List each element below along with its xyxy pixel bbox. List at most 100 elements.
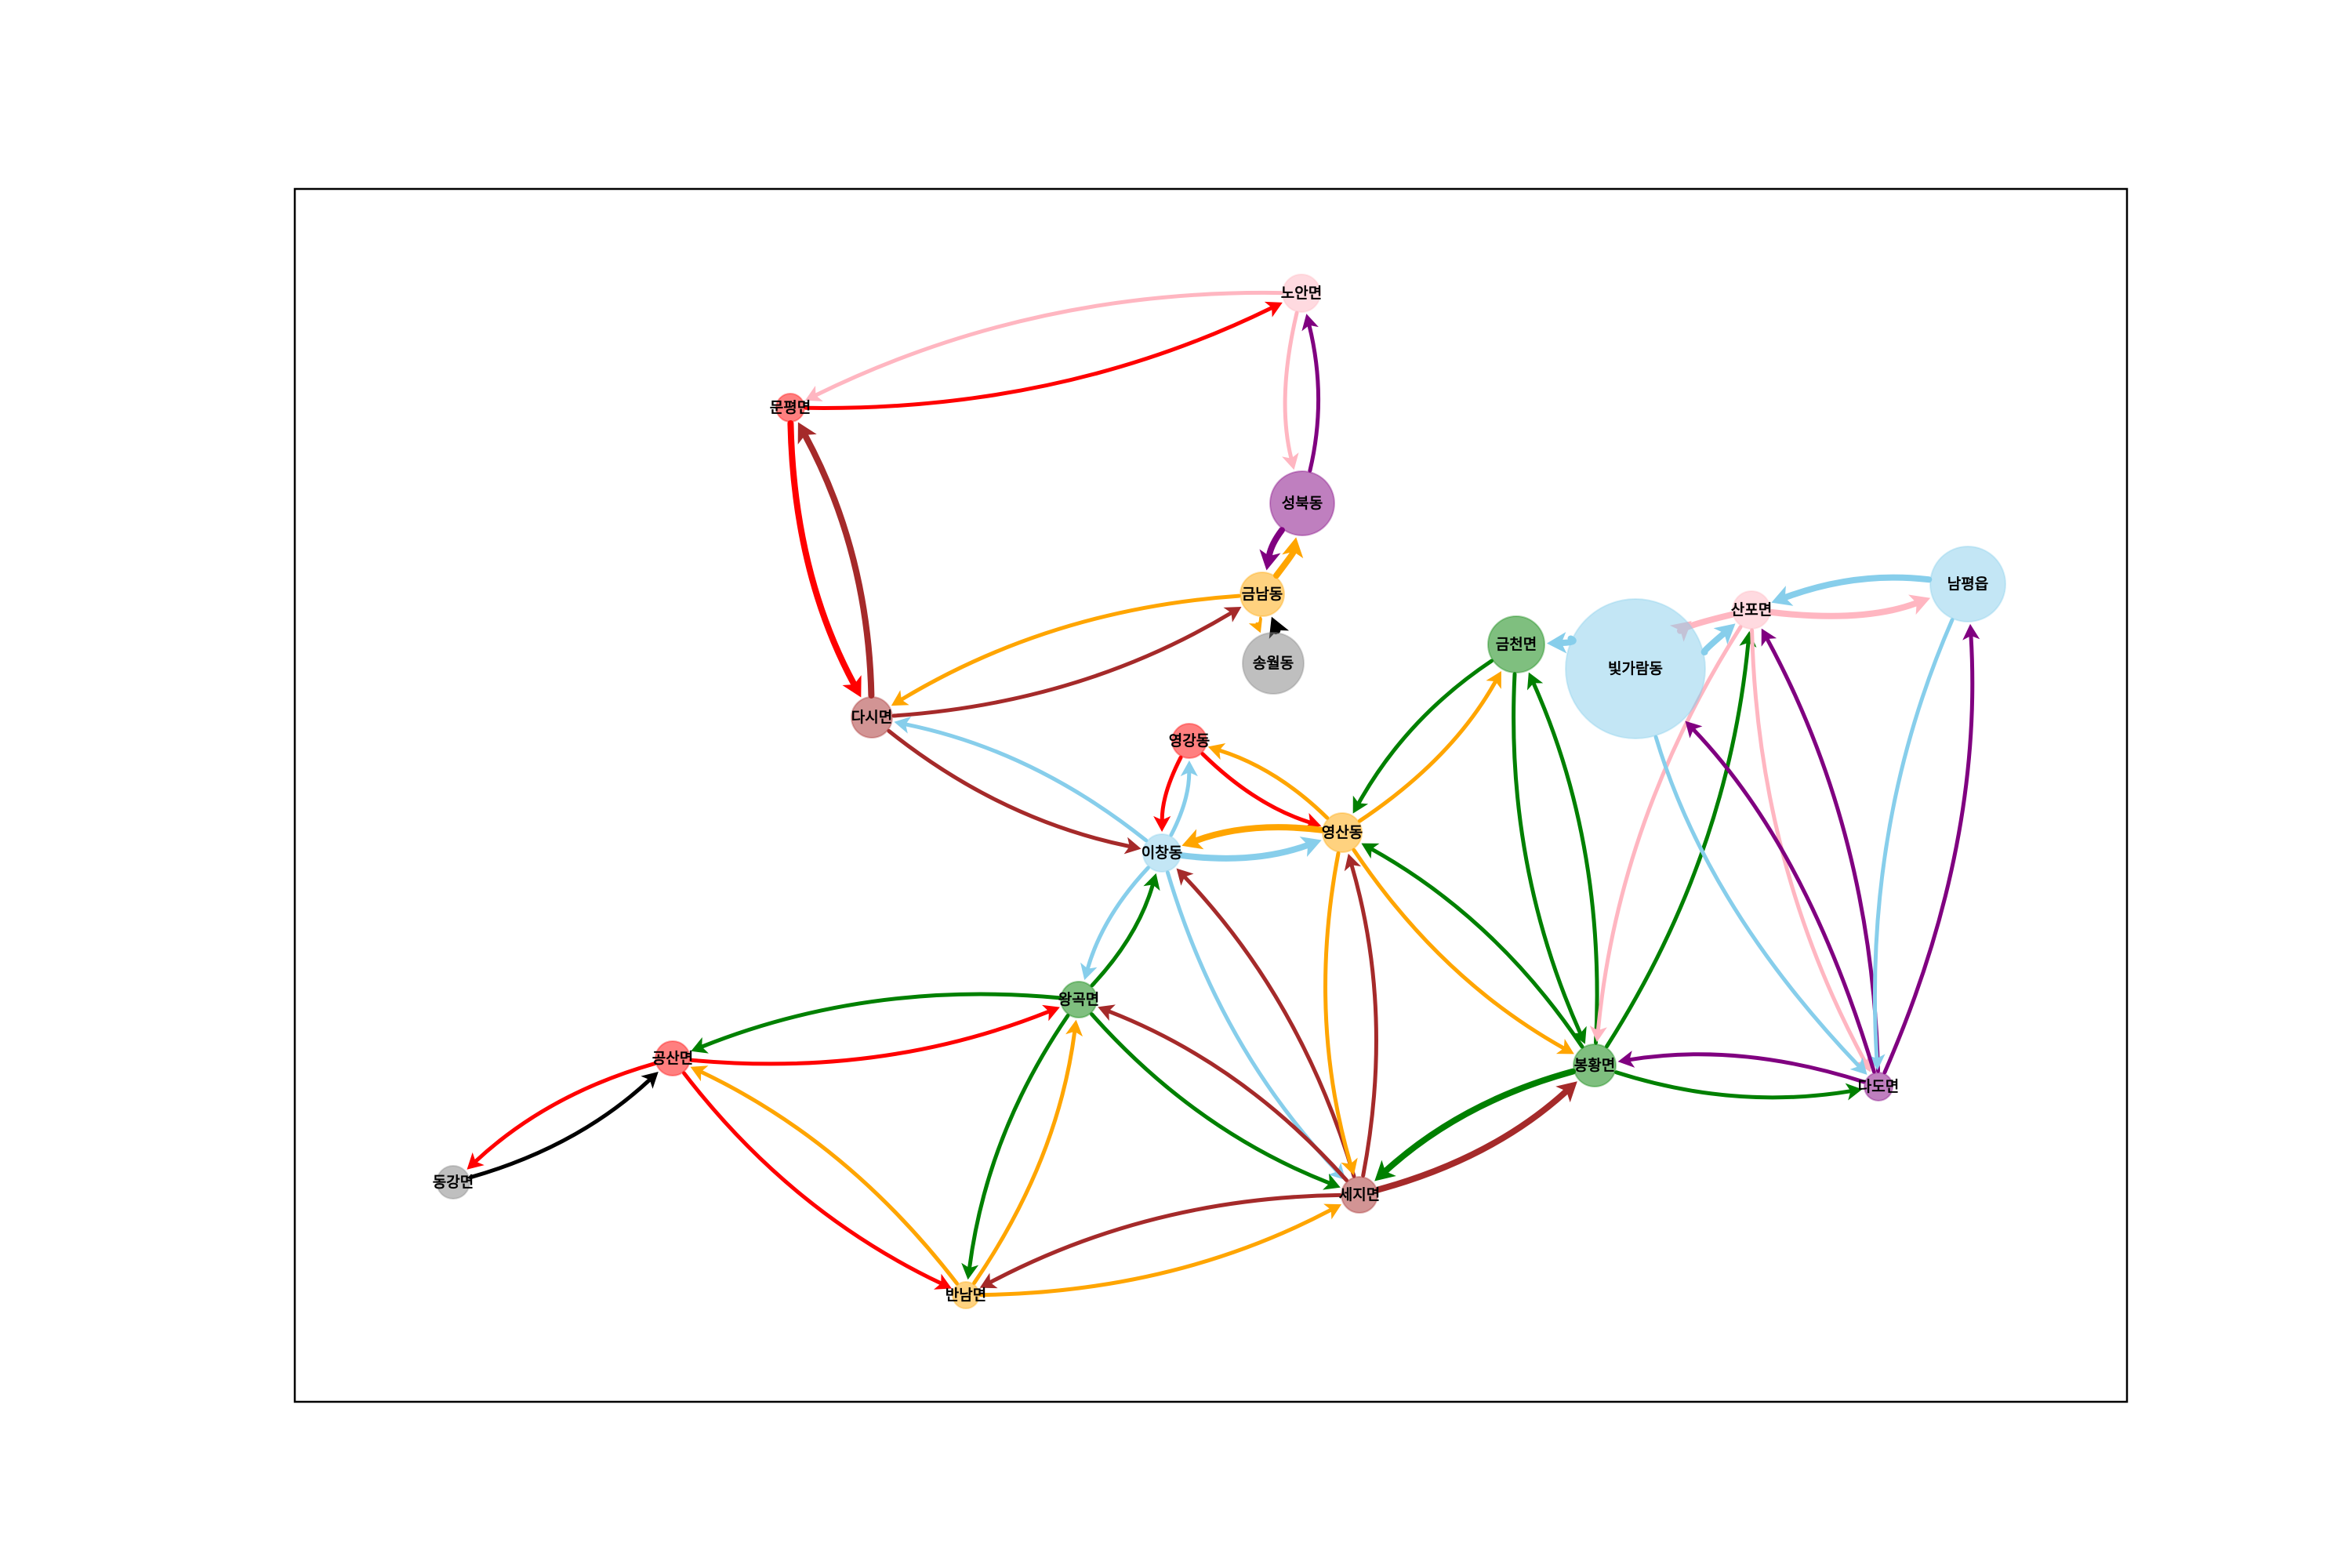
node-label-seji: 세지면 — [1339, 1186, 1380, 1203]
edge-line — [1628, 1052, 1866, 1084]
edge-arrowhead — [1065, 1019, 1083, 1037]
edge-line — [699, 1069, 959, 1286]
edge-line — [1768, 600, 1920, 619]
edge-geumnam-to-seongbuk — [1273, 537, 1304, 579]
edge-ichang-to-dasi — [894, 716, 1149, 843]
edge-arrowhead — [1962, 623, 1980, 641]
edge-line — [1531, 681, 1599, 1045]
edge-ichang-to-wanggok — [1080, 866, 1150, 981]
edge-wanggok-to-gongsan — [691, 992, 1062, 1054]
node-gongsan — [655, 1040, 691, 1076]
edge-bitgaram-to-dado — [1653, 735, 1867, 1075]
edge-line — [1872, 618, 1955, 1061]
edge-line — [1653, 735, 1861, 1069]
node-label-yeonggang: 영강동 — [1169, 732, 1210, 750]
edge-line — [988, 1192, 1342, 1284]
edge-line — [1614, 1070, 1853, 1100]
edge-arrowhead — [1223, 606, 1242, 622]
plot-frame — [293, 187, 2129, 1403]
edge-dado-to-bitgaram — [1685, 720, 1876, 1074]
node-label-wanggok: 왕곡면 — [1058, 991, 1099, 1008]
edge-line — [1273, 549, 1297, 579]
edge-arrowhead — [1153, 815, 1171, 833]
node-label-songwol: 송월동 — [1253, 655, 1294, 672]
edge-arrowhead — [1248, 618, 1263, 633]
edge-arrowhead — [1526, 672, 1544, 691]
edge-line — [978, 1207, 1333, 1298]
edge-noan-to-munpyeong — [804, 290, 1283, 401]
edge-arrowhead — [1713, 623, 1736, 645]
edge-line — [468, 1078, 652, 1180]
edge-line — [1323, 851, 1352, 1166]
edge-line — [1192, 824, 1325, 844]
edge-arrowhead — [891, 690, 909, 706]
edge-line — [1178, 842, 1311, 862]
edge-line — [1691, 728, 1876, 1074]
edge-seji-to-wanggok — [1098, 1004, 1348, 1182]
edge-line — [1090, 1012, 1331, 1185]
edge-line — [682, 1071, 943, 1286]
edge-arrowhead — [1080, 962, 1098, 981]
edge-dasi-to-ichang — [887, 729, 1142, 855]
edge-arrowhead — [466, 1152, 485, 1170]
edge-arrowhead — [1341, 1157, 1358, 1176]
edge-arrowhead — [1176, 868, 1194, 886]
edge-line — [474, 1062, 657, 1163]
edge-line — [887, 729, 1131, 848]
node-yeonggang — [1171, 723, 1207, 759]
edge-arrowhead — [842, 675, 862, 698]
edge-line — [814, 290, 1283, 397]
node-dasi — [851, 696, 893, 739]
edge-line — [1283, 310, 1299, 460]
edge-arrowhead — [1555, 1081, 1577, 1103]
edge-arrowhead — [894, 716, 912, 734]
edge-arrowhead — [1771, 586, 1794, 606]
edge-line — [1085, 866, 1150, 971]
edge-arrowhead — [934, 1273, 952, 1290]
edge-seji-to-bannam — [979, 1192, 1342, 1289]
edge-arrowhead — [1374, 1160, 1396, 1181]
edge-line — [1782, 574, 1933, 601]
node-label-bannam: 반남면 — [946, 1287, 986, 1304]
edge-bonghwang-to-geumcheon — [1526, 672, 1599, 1045]
edge-ichang-to-yeonggang — [1169, 760, 1198, 837]
node-dado — [1864, 1072, 1893, 1102]
node-munpyeong — [775, 393, 805, 423]
edge-line — [700, 992, 1062, 1049]
edge-arrowhead — [1555, 1038, 1574, 1054]
edge-arrowhead — [690, 1065, 709, 1082]
edge-arrowhead — [641, 1071, 659, 1089]
edge-seji-to-ichang — [1176, 868, 1356, 1178]
edge-arrowhead — [1546, 632, 1567, 654]
edge-line — [1382, 1068, 1576, 1174]
edge-arrowhead — [1282, 537, 1304, 559]
edge-line — [1307, 323, 1321, 473]
edge-yeongsan-to-seji — [1323, 851, 1358, 1176]
edge-line — [1595, 625, 1743, 1033]
node-donggang — [436, 1165, 470, 1200]
node-geumnam — [1240, 572, 1285, 617]
edge-munpyeong-to-dasi — [787, 420, 862, 698]
labels-layer: 노안면문평면성북동금남동송월동다시면금천면빛가람동산포면남평읍영강동영산동이창동… — [433, 285, 1988, 1304]
edge-bannam-to-wanggok — [972, 1019, 1083, 1285]
edge-line — [1182, 875, 1356, 1178]
node-noan — [1282, 274, 1321, 313]
node-bonghwang — [1573, 1044, 1617, 1087]
node-geumcheon — [1487, 615, 1545, 673]
edge-line — [787, 420, 858, 688]
edge-arrowhead — [1761, 628, 1777, 647]
edge-noan-to-seongbuk — [1282, 310, 1299, 470]
edge-line — [1169, 770, 1192, 837]
edge-yeongsan-to-yeonggang — [1207, 743, 1330, 820]
edge-arrowhead — [1042, 1004, 1060, 1022]
edge-line — [1882, 633, 1975, 1075]
node-bannam — [952, 1281, 980, 1309]
edge-arrowhead — [1207, 743, 1226, 760]
edge-seongbuk-to-geumnam — [1259, 527, 1285, 571]
edge-yeonggang-to-ichang — [1153, 755, 1183, 833]
edge-yeongsan-to-geumcheon — [1358, 670, 1501, 823]
edge-arrowhead — [1098, 1004, 1116, 1022]
edge-seji-to-yeongsan — [1344, 853, 1378, 1178]
edge-bonghwang-to-yeongsan — [1361, 843, 1584, 1049]
